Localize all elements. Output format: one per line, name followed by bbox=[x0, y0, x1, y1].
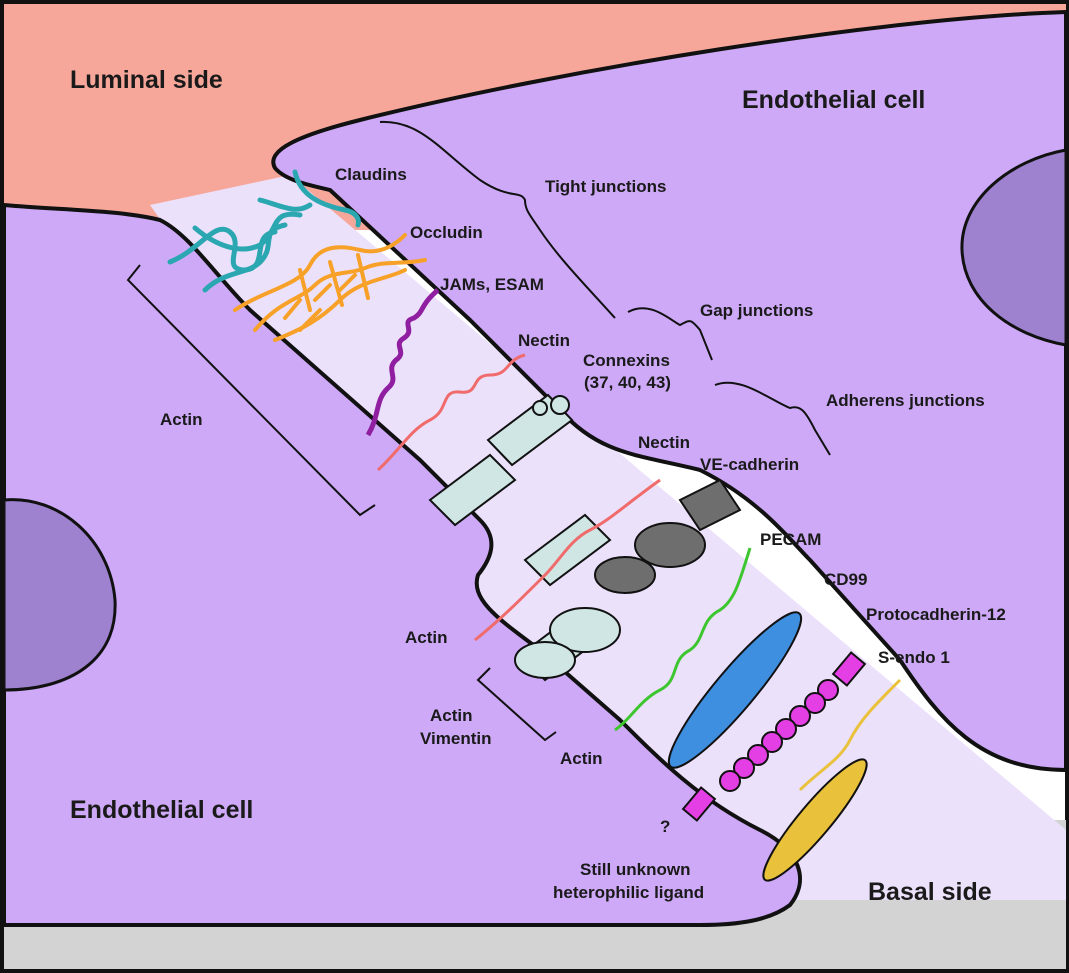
s-endo-label: S-endo 1 bbox=[878, 648, 950, 667]
occludin-label: Occludin bbox=[410, 223, 483, 242]
actin-vimentin-label-2: Vimentin bbox=[420, 729, 491, 748]
top-cell-label: Endothelial cell bbox=[742, 86, 925, 114]
connexins-sub-label: (37, 40, 43) bbox=[584, 373, 671, 392]
basal-side-label: Basal side bbox=[868, 878, 992, 906]
pecam-label: PECAM bbox=[760, 530, 821, 549]
unknown-ligand-line1: Still unknown bbox=[580, 860, 691, 879]
nectin-mid-label: Nectin bbox=[638, 433, 690, 452]
actin-low-label: Actin bbox=[560, 749, 603, 768]
ve-cadherin-label: VE-cadherin bbox=[700, 455, 799, 474]
adherens-junctions-label: Adherens junctions bbox=[826, 391, 985, 410]
gap-junctions-label: Gap junctions bbox=[700, 301, 813, 320]
actin-left-label: Actin bbox=[160, 410, 203, 429]
jams-label: JAMs, ESAM bbox=[440, 275, 544, 294]
actin-vimentin-label-1: Actin bbox=[430, 706, 473, 725]
unknown-ligand-line2: heterophilic ligand bbox=[553, 883, 704, 902]
actin-mid-label: Actin bbox=[405, 628, 448, 647]
nectin-top-label: Nectin bbox=[518, 331, 570, 350]
tight-junctions-label: Tight junctions bbox=[545, 177, 667, 196]
bottom-cell-label: Endothelial cell bbox=[70, 796, 253, 824]
claudins-label: Claudins bbox=[335, 165, 407, 184]
protocadherin-label: Protocadherin-12 bbox=[866, 605, 1006, 624]
connexins-label: Connexins bbox=[583, 351, 670, 370]
luminal-side-label: Luminal side bbox=[70, 66, 223, 94]
cd99-label: CD99 bbox=[824, 570, 867, 589]
question-label: ? bbox=[660, 817, 670, 836]
